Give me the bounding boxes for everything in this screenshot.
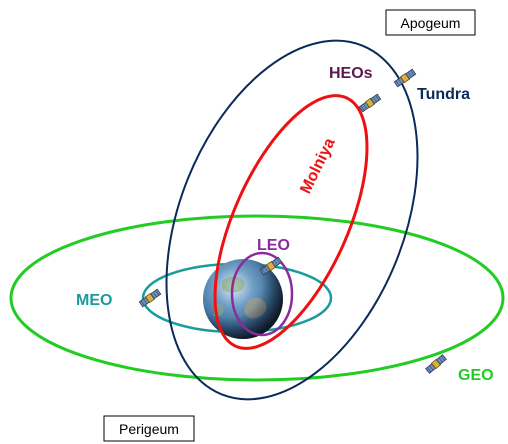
molniya-orbit bbox=[213, 94, 369, 350]
molniya-satellite-icon bbox=[358, 93, 382, 113]
heos-label: HEOs bbox=[329, 65, 373, 82]
meo-label: MEO bbox=[76, 292, 112, 309]
tundra-label: Tundra bbox=[417, 86, 470, 103]
earth bbox=[203, 259, 283, 339]
molniya-label: Molniya bbox=[297, 135, 338, 196]
apogeum-label: Apogeum bbox=[401, 15, 461, 31]
leo-orbit bbox=[230, 251, 294, 337]
leo-label: LEO bbox=[257, 237, 290, 254]
apogeum-box bbox=[385, 9, 476, 36]
perigeum-box bbox=[103, 415, 195, 442]
tundra-satellite-icon bbox=[393, 68, 417, 88]
perigeum-label: Perigeum bbox=[119, 421, 179, 437]
geo-label: GEO bbox=[458, 367, 494, 384]
geo-orbit bbox=[9, 214, 505, 382]
tundra-orbit bbox=[165, 39, 419, 401]
